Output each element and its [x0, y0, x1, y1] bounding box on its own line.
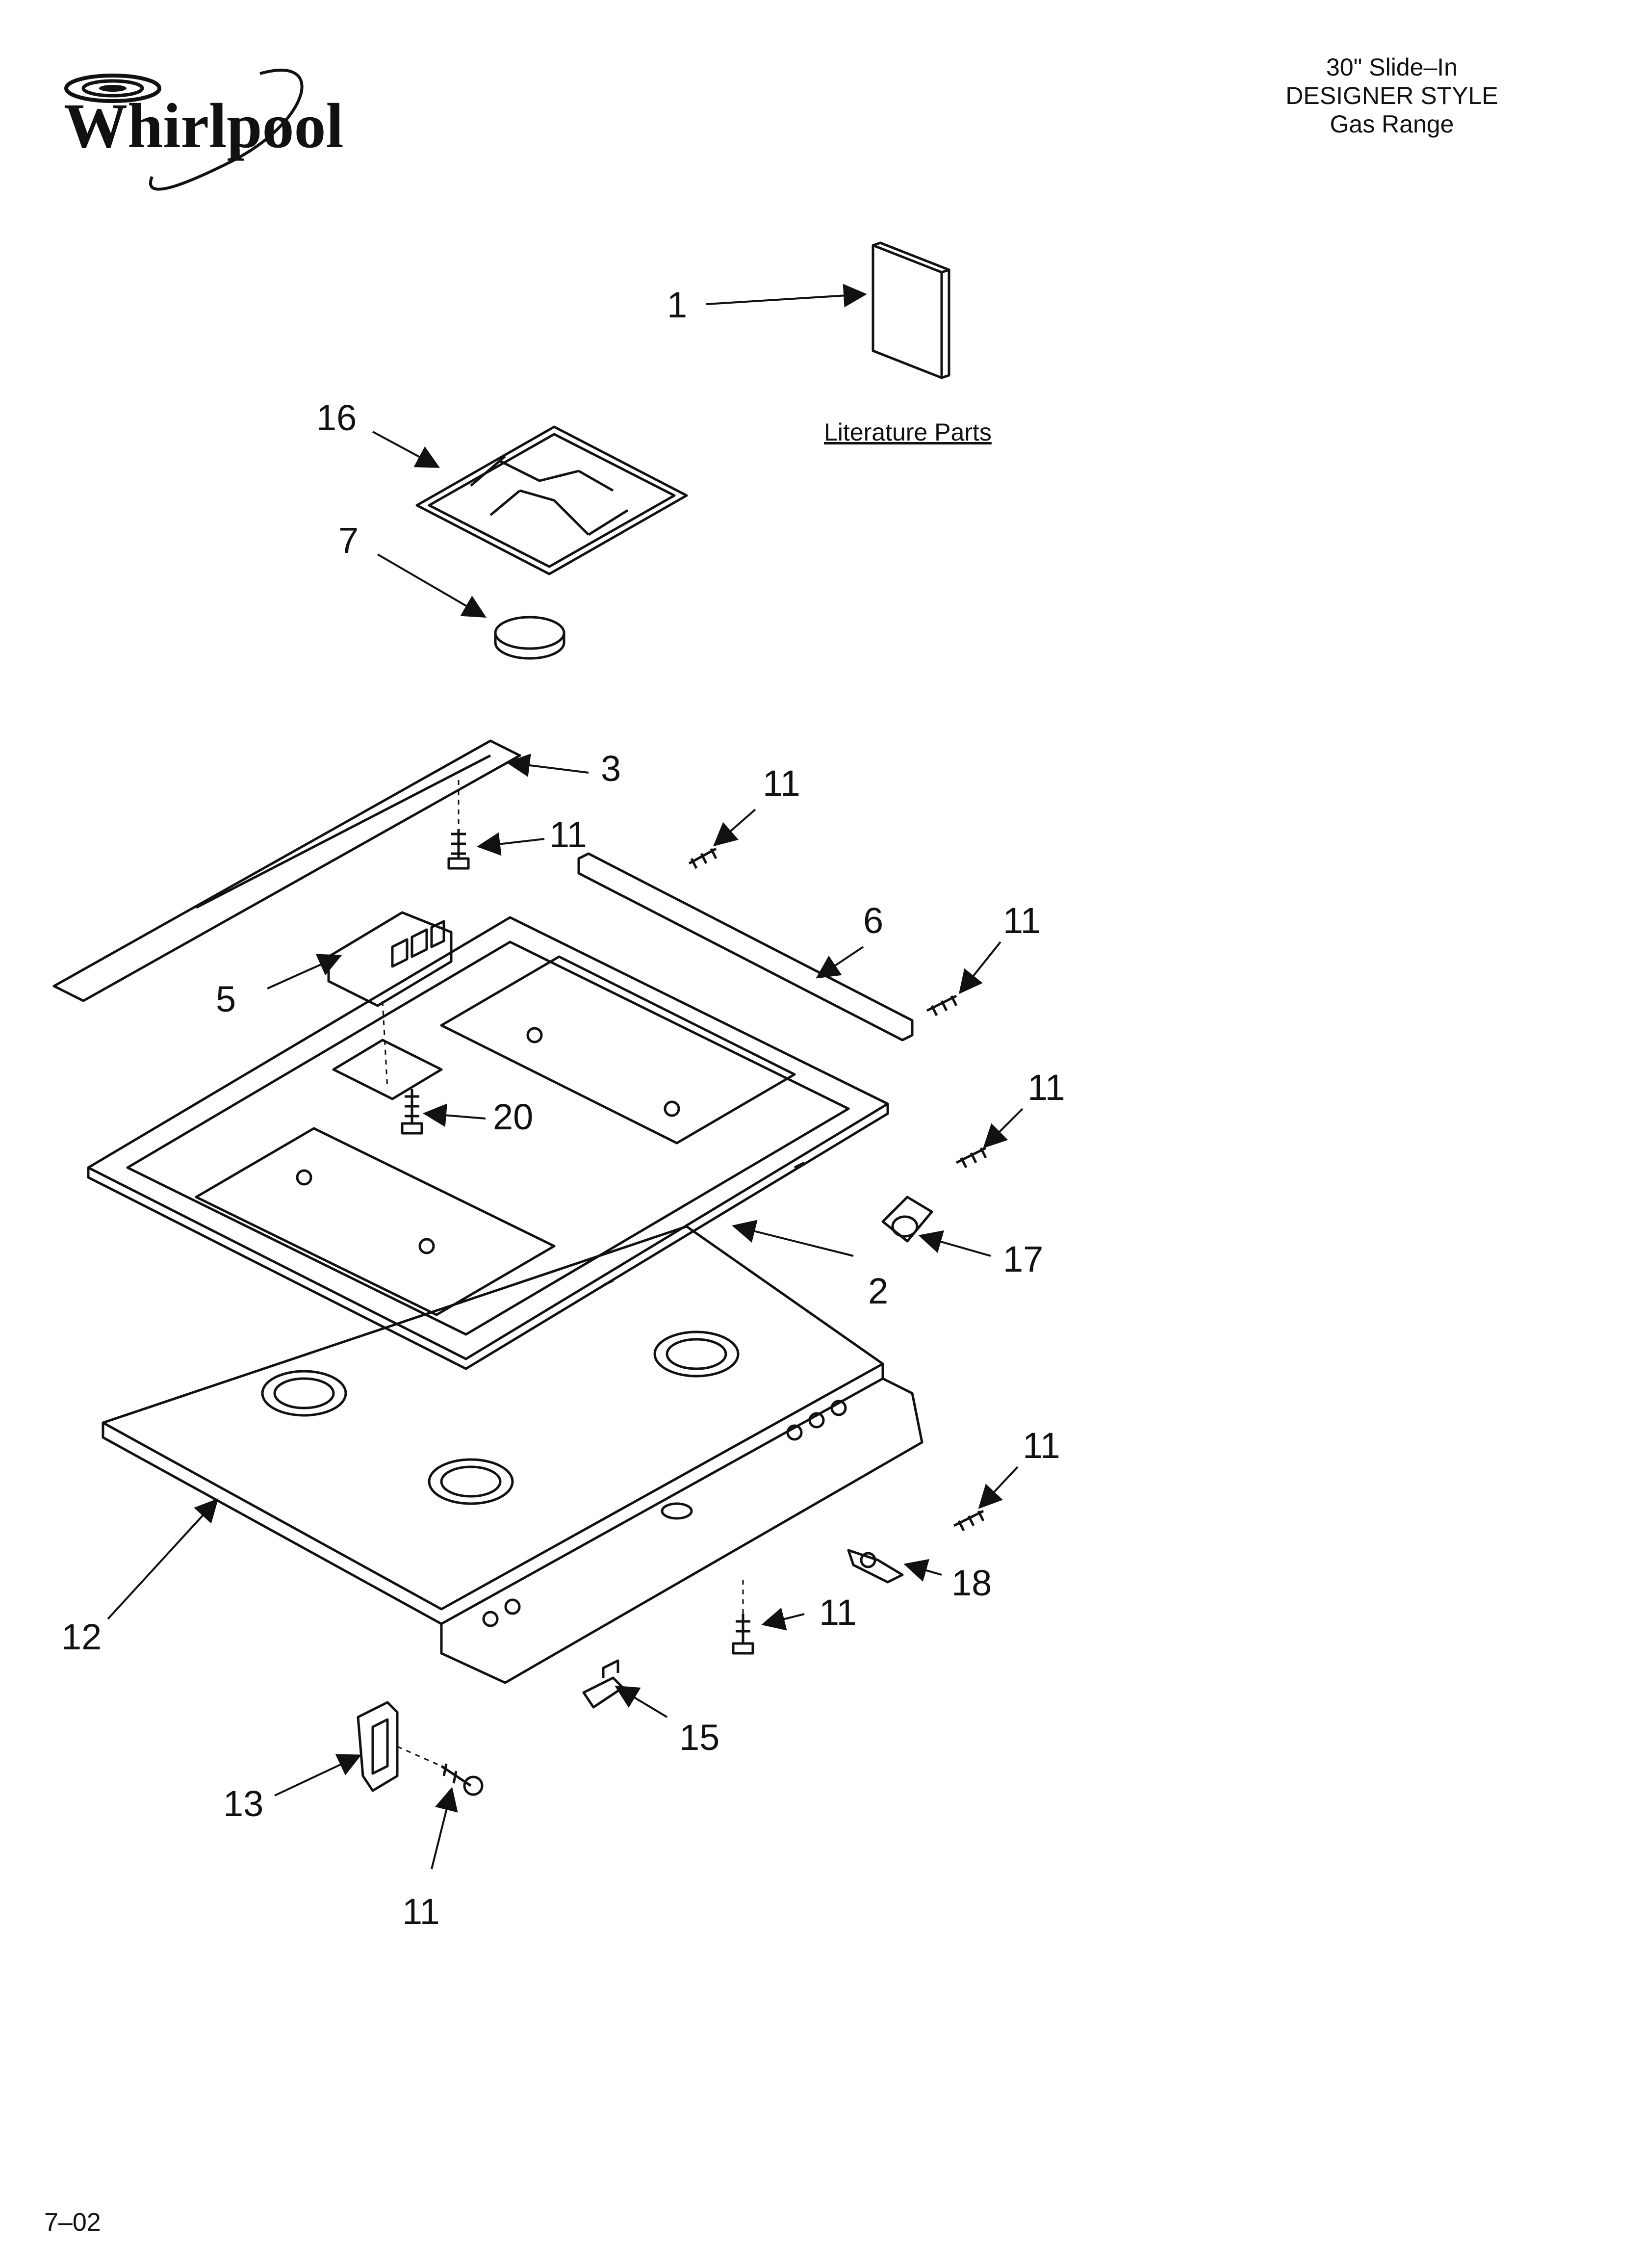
callout-11f: 11 — [819, 1592, 857, 1633]
header-line-1: 30" Slide–In — [1326, 53, 1458, 81]
screw-1 — [447, 829, 470, 870]
screw-4 — [955, 1147, 987, 1169]
callout-15: 15 — [679, 1717, 720, 1758]
callout-11b: 11 — [763, 763, 800, 804]
burner-cap — [494, 616, 565, 660]
screw-6 — [732, 1614, 754, 1655]
clip-bracket — [582, 1659, 624, 1709]
literature-parts-booklet — [872, 241, 950, 379]
screw-2 — [688, 847, 718, 869]
leader-lines — [107, 284, 1024, 1870]
model-header: 30" Slide–In DESIGNER STYLE Gas Range — [1220, 53, 1564, 138]
header-line-3: Gas Range — [1330, 110, 1454, 138]
side-bracket — [577, 852, 914, 1042]
callout-11c: 11 — [1003, 900, 1041, 941]
callout-7: 7 — [338, 520, 359, 561]
mounting-bracket — [357, 1701, 399, 1792]
callout-18: 18 — [951, 1563, 992, 1603]
callout-11e: 11 — [1023, 1425, 1060, 1466]
callout-11a: 11 — [549, 814, 587, 855]
callout-3: 3 — [601, 748, 621, 789]
screw-5 — [953, 1510, 985, 1532]
callout-5: 5 — [216, 979, 236, 1019]
limit-switch — [881, 1196, 933, 1243]
cooktop-frame — [87, 916, 889, 1370]
literature-parts-label: Literature Parts — [824, 418, 992, 446]
burner-box — [102, 1225, 924, 1684]
callout-2: 2 — [868, 1271, 889, 1311]
callout-20: 20 — [493, 1096, 534, 1137]
burner-grate — [415, 425, 688, 575]
callout-17: 17 — [1003, 1239, 1044, 1279]
assembly-guides — [382, 780, 744, 1767]
callout-11g: 11 — [402, 1891, 440, 1932]
whirlpool-logo: Whirlpool — [64, 69, 344, 191]
callout-1: 1 — [667, 285, 688, 325]
callout-13: 13 — [223, 1783, 264, 1824]
vent-assembly — [327, 911, 453, 1007]
callout-16: 16 — [316, 397, 357, 438]
screw-20 — [401, 1089, 423, 1135]
page-code: 7–02 — [44, 2208, 101, 2237]
callout-12: 12 — [61, 1616, 102, 1657]
screw-3 — [926, 994, 958, 1017]
callout-11d: 11 — [1027, 1067, 1065, 1108]
svg-text:Whirlpool: Whirlpool — [64, 91, 344, 161]
callout-6: 6 — [863, 900, 884, 941]
screw-7 — [440, 1763, 484, 1796]
header-line-2: DESIGNER STYLE — [1285, 82, 1498, 109]
igniter — [847, 1549, 904, 1584]
